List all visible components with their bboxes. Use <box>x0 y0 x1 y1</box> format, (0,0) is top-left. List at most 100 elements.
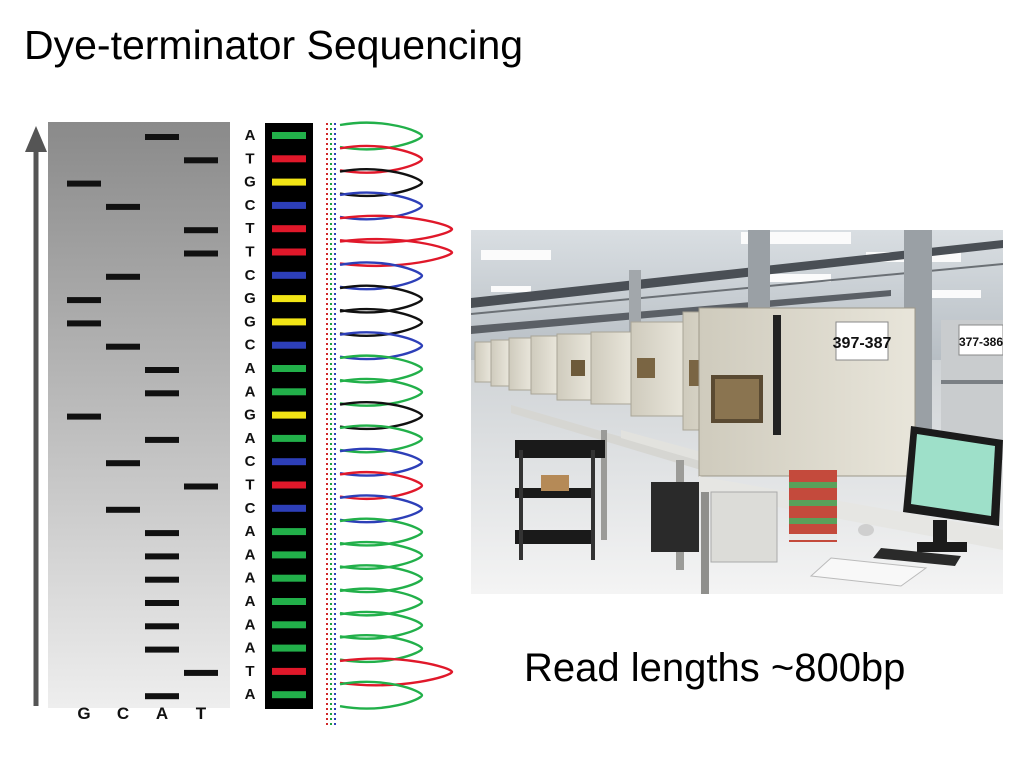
base-letter: C <box>245 197 256 214</box>
gel-band <box>145 553 179 560</box>
capillary-band <box>272 318 306 326</box>
capillary-band <box>272 411 306 419</box>
gel-band <box>184 669 218 676</box>
capillary-band <box>272 598 306 605</box>
base-letter: G <box>244 290 256 307</box>
gel-band <box>67 413 101 420</box>
chromatogram-peak <box>339 261 424 291</box>
base-letter: C <box>245 267 256 284</box>
capillary-band <box>272 644 306 652</box>
gel-band <box>106 343 140 350</box>
capillary-band <box>272 388 306 396</box>
capillary-band <box>272 225 306 233</box>
base-letter: T <box>245 244 254 261</box>
gel-band <box>106 506 140 513</box>
capillary-band <box>272 155 306 163</box>
lane-label: A <box>156 704 168 723</box>
read-length-caption: Read lengths ~800bp <box>524 646 906 690</box>
base-letter: A <box>245 686 256 703</box>
chromatogram-peak <box>339 564 424 594</box>
base-letter: G <box>244 174 256 191</box>
chromatogram-peak <box>339 401 424 431</box>
base-letter: C <box>245 453 256 470</box>
chromatogram-peak <box>339 307 424 337</box>
capillary-band <box>272 178 306 186</box>
lane-label: C <box>117 704 129 723</box>
slide-title: Dye-terminator Sequencing <box>24 22 524 68</box>
gel-band <box>67 180 101 187</box>
chromatogram-peak <box>339 331 424 361</box>
sign-far: 377-386 <box>959 335 1003 349</box>
chromatogram <box>339 121 454 710</box>
migration-arrowhead <box>25 126 47 152</box>
chromatogram-peak <box>339 517 424 547</box>
gel-band <box>106 273 140 280</box>
gel-band <box>106 203 140 210</box>
capillary-band <box>272 551 306 559</box>
chromatogram-peak <box>339 540 424 570</box>
base-letter: A <box>245 546 256 563</box>
gel-band <box>145 693 179 700</box>
sequencer-lab-photo: 397-387 377-386 <box>471 230 1003 594</box>
base-letter: A <box>245 593 256 610</box>
capillary-band <box>272 621 306 629</box>
base-letter: A <box>245 523 256 540</box>
chromatogram-peak <box>339 214 454 244</box>
gel-band <box>145 576 179 583</box>
base-letter: C <box>245 337 256 354</box>
sign-main: 397-387 <box>833 335 892 352</box>
chromatogram-peak <box>339 284 424 314</box>
base-letter: A <box>245 616 256 633</box>
chromatogram-peak <box>339 470 424 501</box>
gel-band <box>145 646 179 653</box>
capillary-band <box>272 481 306 489</box>
chromatogram-peak <box>339 680 424 710</box>
base-letter: A <box>245 383 256 400</box>
capillary-band <box>272 667 306 675</box>
gel-band <box>145 623 179 630</box>
base-letter: A <box>245 640 256 657</box>
base-letter: G <box>244 313 256 330</box>
gel-band <box>145 530 179 537</box>
lane-label: T <box>196 704 207 723</box>
base-letter: A <box>245 570 256 587</box>
capillary-band <box>272 248 306 256</box>
capillary-band <box>272 132 306 139</box>
gel-band <box>67 297 101 304</box>
capillary-bands <box>272 132 306 699</box>
base-letter: T <box>245 477 254 494</box>
chromatogram-peak <box>339 377 424 407</box>
chromatogram-peak <box>339 424 424 454</box>
gel-band <box>184 250 218 257</box>
capillary-band <box>272 458 306 466</box>
capillary-band <box>272 201 306 209</box>
base-letter: A <box>245 360 256 377</box>
base-letter: A <box>245 430 256 447</box>
capillary-band <box>272 271 306 279</box>
chromatogram-peak <box>339 168 424 198</box>
capillary-band <box>272 528 306 536</box>
gel-bands <box>67 134 218 700</box>
gel-band <box>145 134 179 140</box>
chromatogram-peak <box>339 634 424 664</box>
gel-band <box>145 600 179 606</box>
capillary-band <box>272 574 306 582</box>
gel-band <box>184 227 218 234</box>
gel-band <box>145 390 179 397</box>
gel-band <box>145 436 179 443</box>
base-letter: A <box>245 127 256 144</box>
gel-band <box>145 367 179 373</box>
gel-band <box>184 157 218 164</box>
capillary-band <box>272 365 306 372</box>
lane-label: G <box>77 704 90 723</box>
chromatogram-peak <box>339 121 424 151</box>
chromatogram-peak <box>339 144 424 174</box>
chromatogram-peak <box>339 191 424 221</box>
base-letter: G <box>244 407 256 424</box>
base-letter: T <box>245 150 254 167</box>
chromatogram-peak <box>339 447 424 477</box>
chromatogram-peak <box>339 494 424 524</box>
